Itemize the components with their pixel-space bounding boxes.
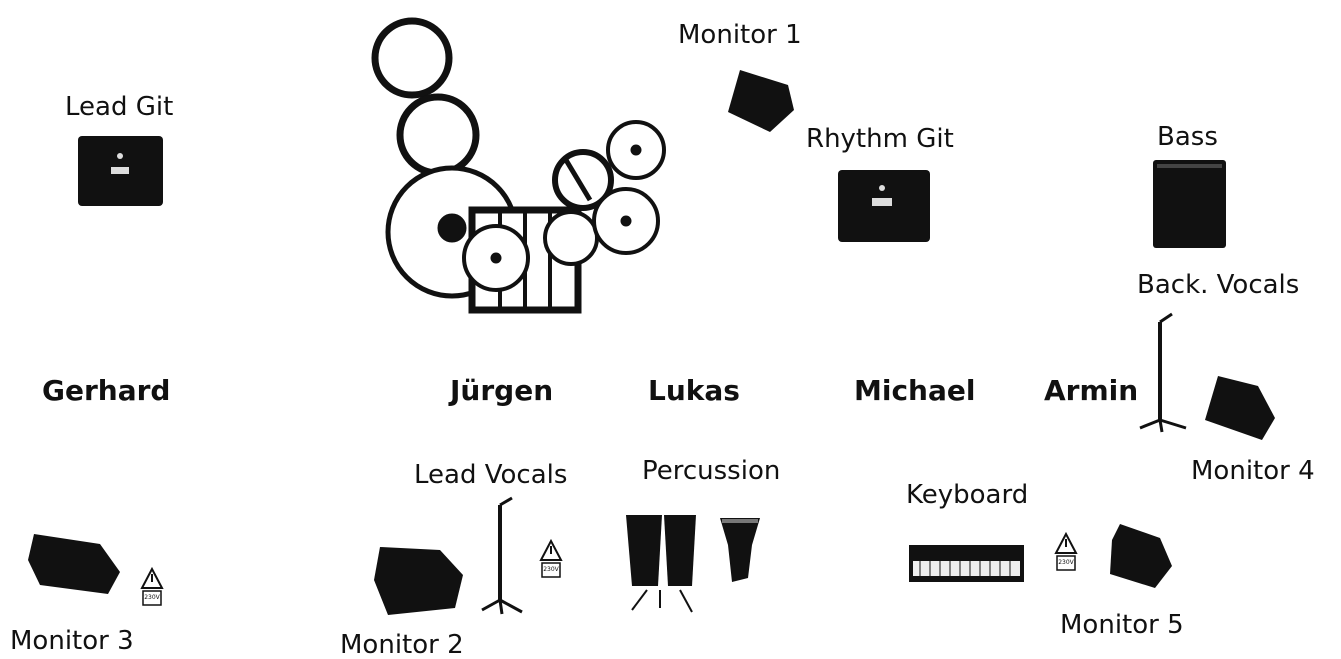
guitar-amp-icon [78, 136, 163, 206]
mic-stand-icon [481, 496, 523, 615]
outlet-voltage-label: 230V [144, 594, 160, 601]
djembe-icon [720, 518, 760, 582]
musician-armin: Armin [1044, 374, 1139, 407]
guitar-amp-icon [838, 170, 930, 242]
label-lead-git: Lead Git [65, 92, 174, 122]
label-rhythm-git: Rhythm Git [806, 124, 954, 154]
outlet-voltage-label: 230V [1058, 559, 1074, 566]
label-monitor-4: Monitor 4 [1191, 456, 1315, 486]
monitor-speaker-icon [28, 534, 120, 594]
power-outlet-icon [140, 566, 164, 606]
bass-amp-icon [1153, 160, 1226, 248]
musician-michael: Michael [854, 374, 976, 407]
label-monitor-3: Monitor 3 [10, 626, 134, 656]
monitor-speaker-icon [1110, 524, 1172, 588]
keyboard-icon [909, 545, 1024, 582]
mic-stand-icon [1139, 312, 1187, 433]
monitor-speaker-icon [374, 547, 463, 615]
musician-gerhard: Gerhard [42, 374, 171, 407]
label-bass: Bass [1157, 122, 1218, 152]
label-monitor-5: Monitor 5 [1060, 610, 1184, 640]
musician-lukas: Lukas [648, 374, 740, 407]
monitor-speaker-icon [728, 70, 794, 132]
conga-drums-icon [626, 515, 696, 613]
musician-juergen: Jürgen [450, 374, 554, 407]
label-monitor-2: Monitor 2 [340, 630, 464, 659]
label-percussion: Percussion [642, 456, 781, 486]
label-lead-vocals: Lead Vocals [414, 460, 568, 490]
label-keyboard: Keyboard [906, 480, 1029, 510]
label-back-vocals: Back. Vocals [1137, 270, 1300, 300]
label-monitor-1: Monitor 1 [678, 20, 802, 50]
power-outlet-icon [1054, 531, 1078, 571]
outlet-voltage-label: 230V [543, 566, 559, 573]
drum-kit-icon [371, 17, 666, 314]
power-outlet-icon [539, 538, 563, 578]
monitor-speaker-icon [1205, 376, 1275, 440]
